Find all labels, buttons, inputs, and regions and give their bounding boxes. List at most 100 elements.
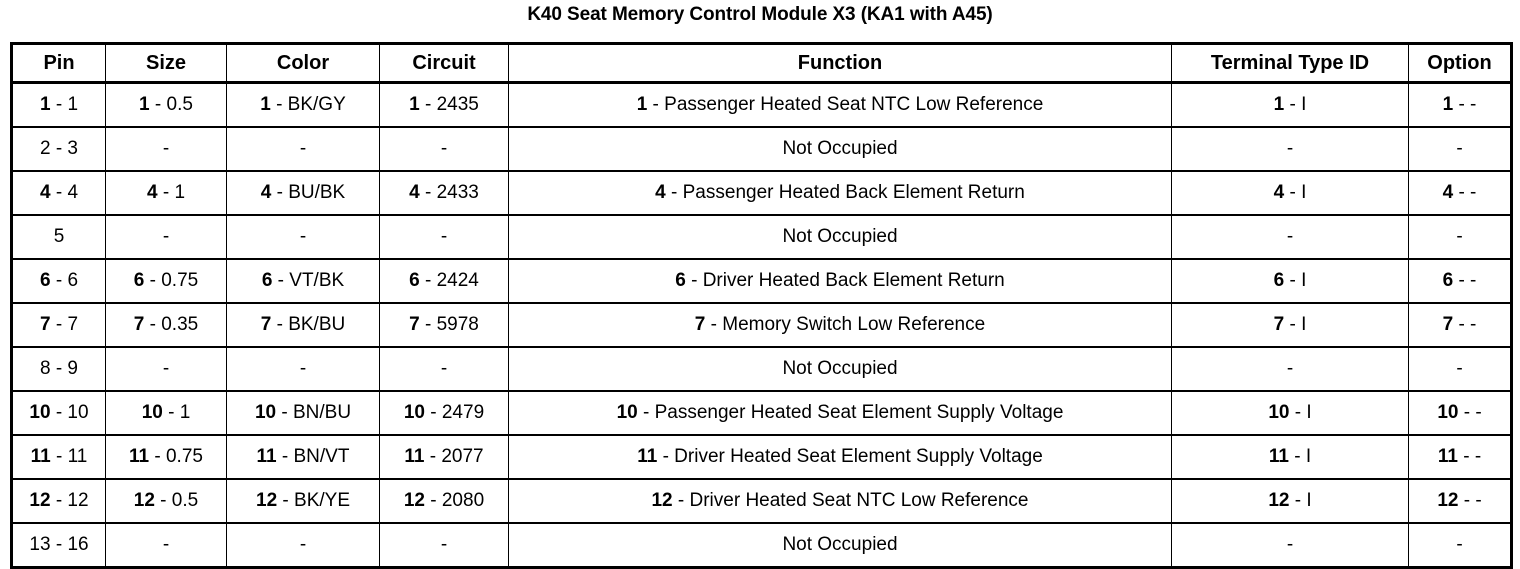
cell-value-text: - 6: [50, 270, 79, 291]
cell-terminal-type-id: 1 - I: [1171, 81, 1409, 128]
cell-index-prefix: 11: [129, 446, 150, 467]
cell-index-prefix: 11: [256, 446, 277, 467]
cell-function: 1 - Passenger Heated Seat NTC Low Refere…: [508, 81, 1172, 128]
cell-index-prefix: 4: [146, 182, 158, 203]
cell-color: -: [226, 214, 380, 260]
column-header-function: Function: [508, 43, 1172, 84]
cell-index-prefix: 12: [403, 490, 425, 511]
cell-value-text: - -: [1453, 270, 1477, 291]
cell-index-prefix: 11: [1268, 446, 1289, 467]
cell-circuit: -: [379, 126, 509, 172]
cell-terminal-type-id: -: [1171, 346, 1409, 392]
cell-value-text: - I: [1289, 490, 1312, 511]
cell-value-text: - 2479: [424, 402, 485, 423]
cell-index-prefix: 1: [636, 94, 648, 115]
cell-index-prefix: 11: [1437, 446, 1458, 467]
cell-function: 6 - Driver Heated Back Element Return: [508, 258, 1172, 304]
cell-function: Not Occupied: [508, 346, 1172, 392]
cell-size: 10 - 1: [105, 390, 227, 436]
cell-value-text: - 0.5: [154, 490, 199, 511]
cell-value-text: - 2077: [424, 446, 484, 467]
cell-color: 7 - BK/BU: [226, 302, 380, 348]
cell-option: 4 - -: [1408, 170, 1512, 216]
cell-value-text: - Passenger Heated Back Element Return: [665, 182, 1025, 203]
cell-index-prefix: 6: [133, 270, 145, 291]
cell-value-text: - Driver Heated Back Element Return: [685, 270, 1005, 291]
cell-pin: 7 - 7: [11, 302, 106, 348]
table-row: 13 - 16---Not Occupied--: [11, 522, 1512, 568]
cell-value-text: - Memory Switch Low Reference: [705, 314, 986, 335]
cell-pin: 5: [11, 214, 106, 260]
cell-value-text: - 10: [50, 402, 89, 423]
cell-pin: 11 - 11: [11, 434, 106, 480]
cell-size: -: [105, 214, 227, 260]
cell-size: 7 - 0.35: [105, 302, 227, 348]
cell-index-prefix: 6: [39, 270, 51, 291]
cell-value-text: - I: [1284, 182, 1307, 203]
cell-circuit: 11 - 2077: [379, 434, 509, 480]
cell-color: 4 - BU/BK: [226, 170, 380, 216]
cell-index-prefix: 6: [675, 270, 686, 291]
cell-pin: 12 - 12: [11, 478, 106, 524]
cell-index-prefix: 7: [260, 314, 272, 335]
cell-pin: 4 - 4: [11, 170, 106, 216]
cell-function: 7 - Memory Switch Low Reference: [508, 302, 1172, 348]
cell-index-prefix: 4: [39, 182, 51, 203]
table-header: Pin Size Color Circuit Function Terminal…: [11, 43, 1512, 84]
cell-option: -: [1408, 214, 1512, 260]
cell-value-text: - BK/GY: [270, 94, 346, 115]
cell-function: 4 - Passenger Heated Back Element Return: [508, 170, 1172, 216]
cell-value-text: - 1: [162, 402, 191, 423]
cell-value-text: - Passenger Heated Seat NTC Low Referenc…: [647, 94, 1044, 115]
cell-option: 11 - -: [1408, 434, 1512, 480]
cell-index-prefix: 10: [1437, 402, 1459, 423]
cell-index-prefix: 7: [694, 314, 706, 335]
cell-index-prefix: 10: [403, 402, 425, 423]
cell-index-prefix: 1: [409, 94, 420, 115]
table-row: 5---Not Occupied--: [11, 214, 1512, 260]
cell-option: -: [1408, 346, 1512, 392]
cell-index-prefix: 4: [1273, 182, 1285, 203]
cell-value-text: - BN/BU: [276, 402, 352, 423]
cell-value-text: - Driver Heated Seat Element Supply Volt…: [657, 446, 1043, 467]
cell-value-text: - 11: [50, 446, 88, 467]
cell-terminal-type-id: 6 - I: [1171, 258, 1409, 304]
cell-terminal-type-id: 12 - I: [1171, 478, 1409, 524]
cell-value-text: - BK/BU: [271, 314, 346, 335]
cell-terminal-type-id: 11 - I: [1171, 434, 1409, 480]
cell-function: Not Occupied: [508, 126, 1172, 172]
cell-index-prefix: 1: [39, 94, 51, 115]
cell-function: 12 - Driver Heated Seat NTC Low Referenc…: [508, 478, 1172, 524]
cell-color: -: [226, 346, 380, 392]
cell-circuit: -: [379, 214, 509, 260]
header-row: Pin Size Color Circuit Function Terminal…: [11, 43, 1512, 84]
cell-index-prefix: 6: [1273, 270, 1285, 291]
cell-index-prefix: 7: [133, 314, 145, 335]
cell-color: -: [226, 522, 380, 568]
cell-terminal-type-id: 7 - I: [1171, 302, 1409, 348]
cell-index-prefix: 12: [256, 490, 278, 511]
cell-option: -: [1408, 126, 1512, 172]
cell-option: 10 - -: [1408, 390, 1512, 436]
cell-index-prefix: 10: [1268, 402, 1290, 423]
cell-terminal-type-id: -: [1171, 126, 1409, 172]
cell-size: -: [105, 126, 227, 172]
cell-value-text: - BN/VT: [276, 446, 350, 467]
cell-value-text: - I: [1284, 314, 1307, 335]
cell-index-prefix: 1: [139, 94, 150, 115]
cell-pin: 1 - 1: [11, 81, 106, 128]
cell-circuit: 12 - 2080: [379, 478, 509, 524]
cell-index-prefix: 6: [1442, 270, 1454, 291]
cell-value-text: - 2435: [419, 94, 479, 115]
cell-value-text: - 2080: [424, 490, 485, 511]
column-header-size: Size: [105, 43, 227, 84]
cell-value-text: - 0.5: [149, 94, 193, 115]
cell-index-prefix: 7: [1442, 314, 1454, 335]
cell-size: -: [105, 522, 227, 568]
cell-value-text: - 0.35: [144, 314, 199, 335]
column-header-terminal-type-id: Terminal Type ID: [1171, 43, 1409, 84]
